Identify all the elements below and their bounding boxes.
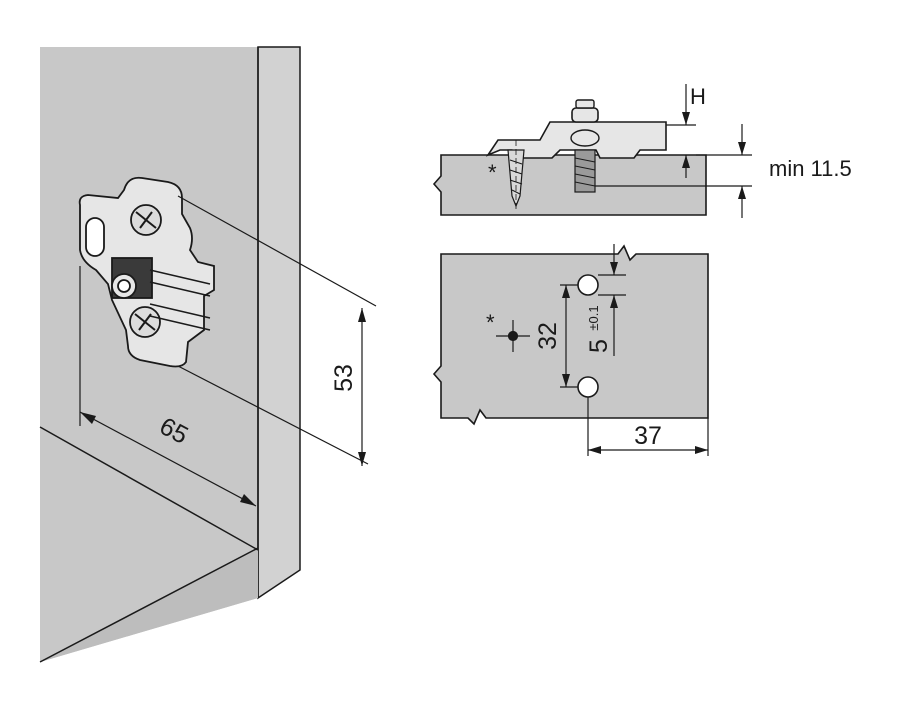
lower-hole	[577, 376, 599, 398]
dimension-32	[560, 284, 578, 388]
section-view: * H min 11.5	[432, 84, 852, 218]
plan-view: * 32 5 ±0.1	[432, 244, 709, 456]
plan-screw-marker: *	[486, 310, 495, 335]
dim-37-label: 37	[634, 422, 662, 450]
mounting-plate	[78, 176, 215, 368]
dimension-5	[598, 244, 626, 356]
plan-panel	[432, 244, 709, 426]
dim-53-label: 53	[330, 364, 358, 392]
dim-min-label: min 11.5	[769, 156, 852, 181]
perspective-view: 53 65	[39, 46, 377, 663]
dim-32-label: 32	[534, 322, 562, 350]
plan-screw-position	[496, 320, 530, 352]
dim-5-tolerance: ±0.1	[586, 305, 601, 330]
dim-5-label: 5	[585, 339, 613, 353]
dimension-min-thickness	[595, 124, 752, 218]
dim-h-label: H	[690, 84, 706, 109]
dimension-37	[587, 397, 709, 456]
cabinet-front-edge	[257, 46, 301, 600]
dimension-65	[79, 266, 257, 507]
dimension-h	[666, 84, 706, 178]
section-panel	[432, 154, 707, 216]
dimension-53	[177, 195, 377, 466]
upper-hole	[577, 274, 599, 296]
section-screw-marker: *	[488, 160, 497, 185]
